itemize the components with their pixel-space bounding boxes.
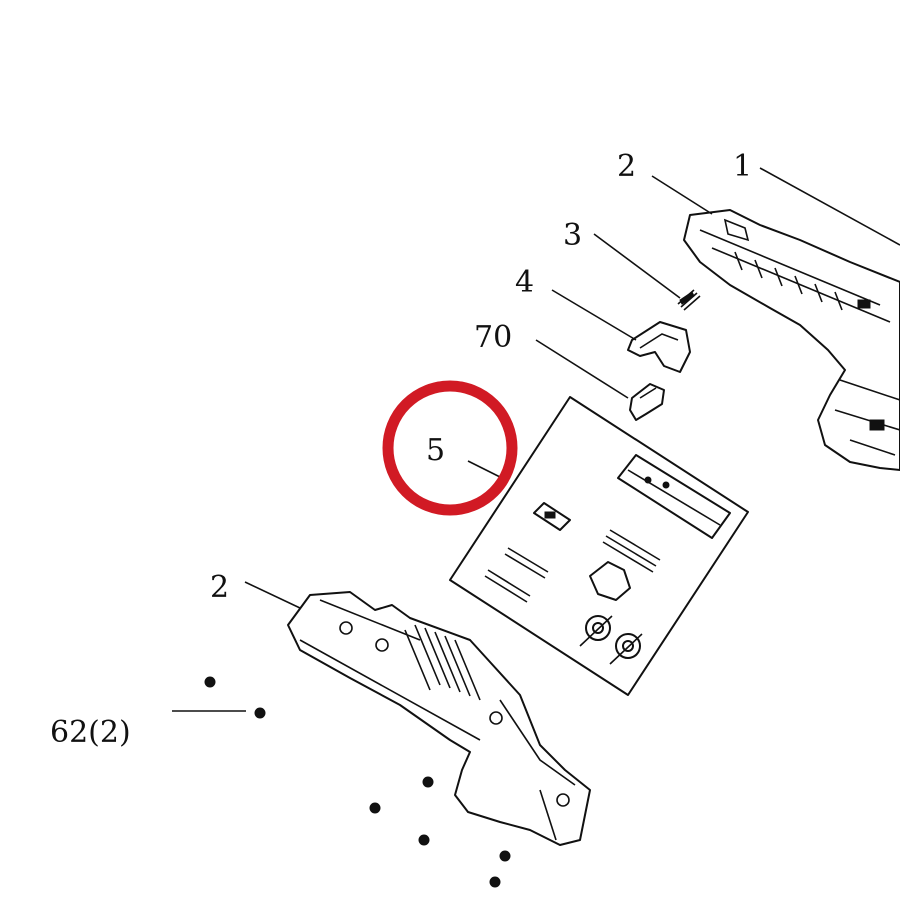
leader-lines	[172, 167, 900, 712]
callout-4: 4	[515, 265, 535, 300]
callout-2-bottom: 2	[210, 570, 230, 605]
callout-62: 62(2)	[50, 715, 131, 750]
callout-5: 5	[426, 433, 446, 468]
part-1-housing	[683, 209, 900, 471]
part-5-kit-card	[449, 396, 749, 696]
part-70-clip	[629, 383, 665, 421]
callout-70: 70	[474, 320, 513, 355]
callout-1: 1	[733, 149, 753, 184]
part-62-screws	[204, 676, 511, 888]
callout-2-top: 2	[617, 149, 637, 184]
part-4-bracket	[627, 321, 691, 373]
highlight-ring	[382, 380, 518, 516]
callout-3: 3	[563, 218, 583, 253]
part-3-spring	[677, 289, 701, 311]
part-2-lower-cover	[287, 591, 591, 846]
